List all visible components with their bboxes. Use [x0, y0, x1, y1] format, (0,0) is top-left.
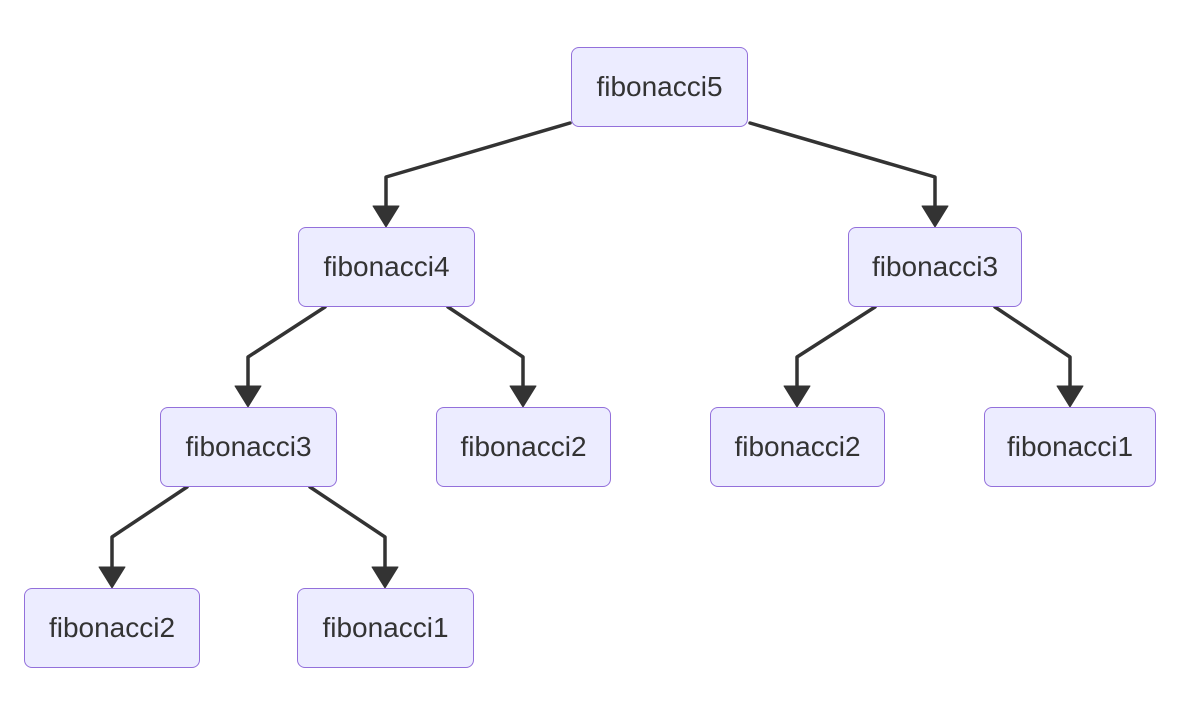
node-label: fibonacci2 — [460, 431, 587, 462]
node-fibonacci5-root: fibonacci5 — [571, 47, 748, 127]
edge-fibonacci3-fibonacci2 — [783, 305, 877, 408]
edge-arrowhead — [371, 566, 399, 589]
node-fibonacci2-mid: fibonacci2 — [436, 407, 611, 487]
edge-line — [795, 305, 877, 389]
node-label: fibonacci1 — [322, 612, 449, 643]
node-label: fibonacci2 — [734, 431, 861, 462]
node-fibonacci3-left: fibonacci3 — [160, 407, 337, 487]
edge-fibonacci4-fibonacci3 — [234, 305, 327, 408]
edge-line — [246, 305, 327, 389]
node-fibonacci3-right: fibonacci3 — [848, 227, 1022, 307]
edge-fibonacci4-fibonacci2 — [446, 305, 537, 408]
edge-line — [308, 485, 387, 570]
node-fibonacci2-right: fibonacci2 — [710, 407, 885, 487]
edge-fibonacci3-fibonacci2-bottom — [98, 485, 189, 589]
edge-fibonacci3-fibonacci1-bottom — [308, 485, 399, 589]
edge-line — [993, 305, 1072, 389]
node-label: fibonacci2 — [48, 612, 176, 643]
edge-arrowhead — [372, 205, 400, 228]
edge-line — [384, 121, 572, 209]
edge-line — [446, 305, 525, 389]
node-label: fibonacci3 — [871, 251, 999, 282]
node-label: fibonacci4 — [323, 251, 450, 282]
edge-fibonacci3-fibonacci1 — [993, 305, 1084, 408]
edge-arrowhead — [509, 385, 537, 408]
edge-fibonacci5-fibonacci4 — [372, 121, 572, 228]
edge-line — [110, 485, 189, 570]
edge-arrowhead — [1056, 385, 1084, 408]
node-fibonacci2-bottom: fibonacci2 — [24, 588, 200, 668]
node-label: fibonacci1 — [1006, 431, 1134, 462]
edge-fibonacci5-fibonacci3 — [748, 121, 949, 228]
edge-arrowhead — [98, 566, 126, 589]
node-label: fibonacci3 — [185, 431, 312, 462]
node-fibonacci4: fibonacci4 — [298, 227, 475, 307]
node-fibonacci1-bottom: fibonacci1 — [297, 588, 474, 668]
edge-arrowhead — [234, 385, 262, 408]
edge-line — [748, 121, 937, 209]
node-label: fibonacci5 — [596, 71, 723, 102]
edge-arrowhead — [783, 385, 811, 408]
node-fibonacci1-right: fibonacci1 — [984, 407, 1156, 487]
edge-arrowhead — [921, 205, 949, 228]
